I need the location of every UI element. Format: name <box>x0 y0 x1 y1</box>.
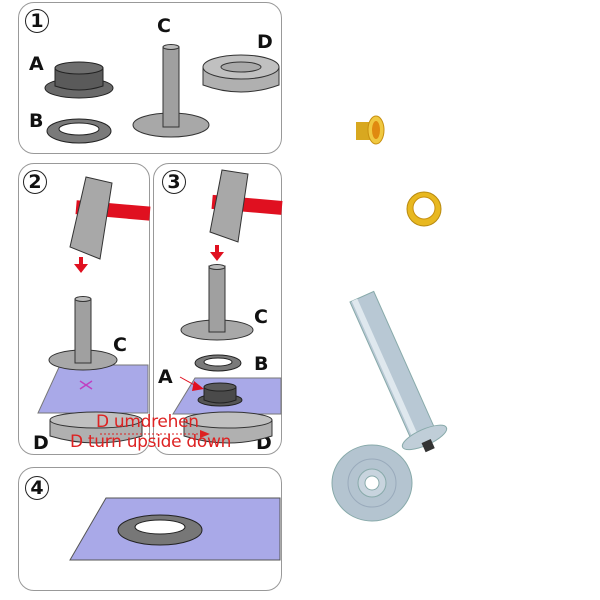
eyelet-a-icon <box>44 61 114 99</box>
caption-english: D turn upside down <box>70 432 232 452</box>
label-c: C <box>254 306 268 328</box>
step-number: 4 <box>25 476 49 500</box>
label-b: B <box>29 110 44 132</box>
zinc-punch-photo <box>349 290 448 453</box>
brass-eyelet-photo <box>356 115 385 145</box>
hammer-icon <box>209 169 283 243</box>
caption-german: D umdrehen <box>96 412 199 432</box>
step-number: 1 <box>25 9 49 33</box>
label-d: D <box>257 31 273 53</box>
step-1-panel: 1 A B C D <box>18 2 282 154</box>
zinc-anvil-photo <box>331 444 413 522</box>
anvil-d-icon <box>202 54 280 93</box>
step-number: 2 <box>23 170 47 194</box>
setter-c-icon <box>132 44 210 138</box>
fabric-sheet <box>37 364 149 414</box>
label-a: A <box>29 53 44 75</box>
anvil-d-icon <box>183 411 273 444</box>
setter-c-icon <box>180 264 254 341</box>
dotted-arrow-icon <box>100 430 210 438</box>
label-c: C <box>157 15 171 37</box>
washer-b-icon <box>194 354 242 372</box>
label-b: B <box>254 353 269 375</box>
eyelet-a-icon <box>197 382 243 407</box>
down-arrow-icon <box>74 257 88 273</box>
finished-grommet-icon <box>117 514 203 546</box>
label-d: D <box>33 432 49 454</box>
pointer-arrow-icon <box>179 376 204 391</box>
setter-c-icon <box>48 296 118 371</box>
label-a: A <box>158 366 173 388</box>
anvil-d-icon <box>49 411 143 444</box>
washer-b-icon <box>46 118 112 144</box>
brass-washer-photo <box>406 191 442 227</box>
step-number: 3 <box>162 170 186 194</box>
hammer-icon <box>69 176 151 260</box>
label-c: C <box>113 334 127 356</box>
down-arrow-icon <box>210 245 224 261</box>
